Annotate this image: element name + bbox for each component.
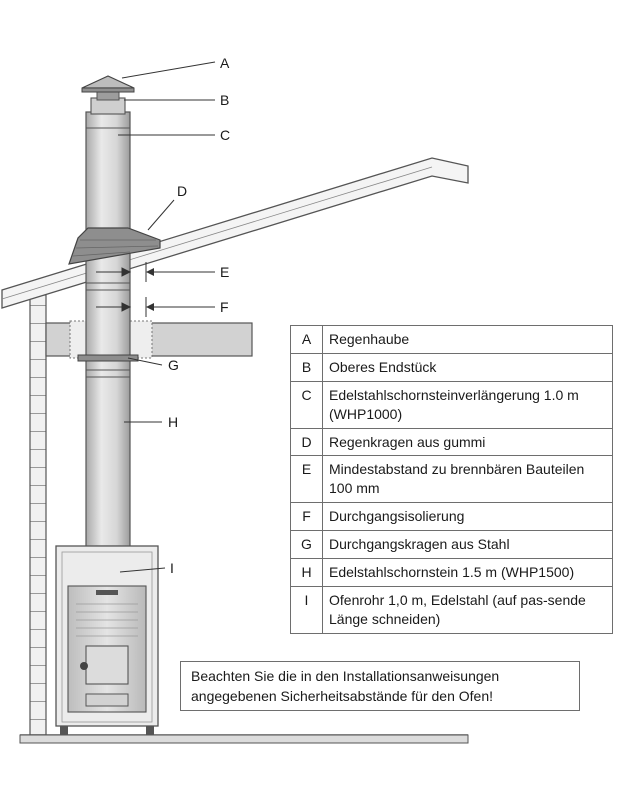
legend-key: B <box>290 352 323 382</box>
legend-text: Regenhaube <box>322 325 613 354</box>
legend-row: B Oberes Endstück <box>290 352 613 382</box>
legend-text: Durchgangskragen aus Stahl <box>322 530 613 560</box>
legend-key: H <box>290 558 323 587</box>
legend-key: F <box>290 502 323 532</box>
legend-text: Regenkragen aus gummi <box>322 427 613 457</box>
legend-row: H Edelstahlschornstein 1.5 m (WHP1500) <box>290 558 613 587</box>
callout-h: H <box>168 414 178 430</box>
legend-text: Durchgangsisolierung <box>322 502 613 532</box>
callout-d: D <box>177 183 187 199</box>
floor <box>19 734 469 744</box>
callout-b: B <box>220 92 229 108</box>
callout-f: F <box>220 299 229 315</box>
legend-key: D <box>290 427 323 457</box>
leader-lines <box>118 61 216 573</box>
legend-text: Ofenrohr 1,0 m, Edelstahl (auf pas-sende… <box>322 585 613 634</box>
legend-row: F Durchgangsisolierung <box>290 502 613 532</box>
legend-key: G <box>290 530 323 560</box>
safety-note: Beachten Sie die in den Installationsanw… <box>180 661 580 711</box>
safety-note-line-2: angegebenen Sicherheitsabstände für den … <box>191 687 494 704</box>
legend-text: Oberes Endstück <box>322 352 613 382</box>
legend-text: Edelstahlschornstein 1.5 m (WHP1500) <box>322 558 613 587</box>
legend-text: Mindestabstand zu brennbären Bauteilen 1… <box>322 455 613 504</box>
callout-a: A <box>220 55 230 71</box>
safety-note-line-1: Beachten Sie die in den Installationsanw… <box>191 668 500 684</box>
callout-e: E <box>220 264 229 280</box>
steel-collar <box>77 354 139 362</box>
chimney-pipe <box>85 111 131 553</box>
legend-table: A Regenhaube B Oberes Endstück C Edelsta… <box>290 325 613 634</box>
legend-key: C <box>290 380 323 429</box>
legend-row: A Regenhaube <box>290 325 613 354</box>
clearance-arrowheads <box>146 268 154 311</box>
rain-collar <box>68 227 161 265</box>
wall <box>29 294 47 736</box>
legend-text: Edelstahlschornsteinverlängerung 1.0 m (… <box>322 380 613 429</box>
legend-row: E Mindestabstand zu brennbären Bauteilen… <box>290 455 613 504</box>
callout-c: C <box>220 127 230 143</box>
sauna-stove <box>55 545 159 735</box>
callout-i: I <box>170 560 174 576</box>
legend-key: A <box>290 325 323 354</box>
legend-row: I Ofenrohr 1,0 m, Edelstahl (auf pas-sen… <box>290 585 613 634</box>
legend-row: C Edelstahlschornsteinverlängerung 1.0 m… <box>290 380 613 429</box>
legend-row: G Durchgangskragen aus Stahl <box>290 530 613 560</box>
legend-key: I <box>290 585 323 634</box>
top-end-piece <box>90 91 126 115</box>
callout-g: G <box>168 357 179 373</box>
roof <box>1 157 469 309</box>
legend-key: E <box>290 455 323 504</box>
legend-row: D Regenkragen aus gummi <box>290 427 613 457</box>
rain-cap <box>81 75 135 93</box>
